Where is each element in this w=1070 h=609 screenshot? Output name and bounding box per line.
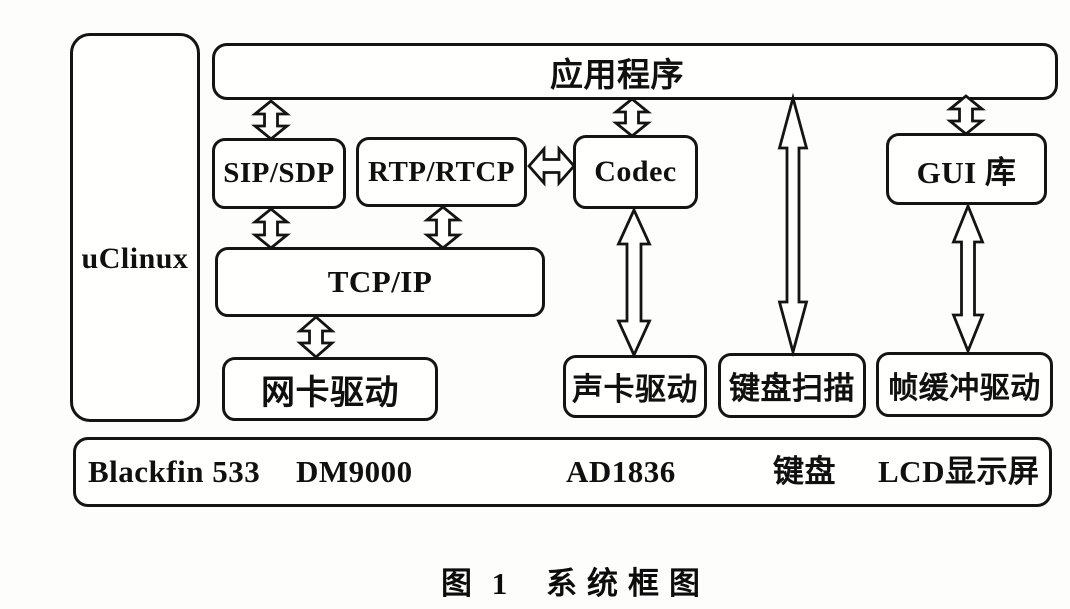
block-sip-sdp: SIP/SDP [212,138,346,209]
hw-label-keyboard: 键盘 [773,454,836,489]
arrow-rtp-tcpip [423,205,463,250]
block-soundcard-driver: 声卡驱动 [563,355,707,418]
block-codec-label: Codec [594,155,677,188]
block-nic-driver: 网卡驱动 [222,357,438,421]
block-uclinux: uClinux [70,33,200,422]
arrow-app-keyscan [777,92,809,358]
arrow-app-codec [612,97,652,138]
arrow-app-sip [251,99,291,141]
block-sip-sdp-label: SIP/SDP [223,157,335,189]
block-codec: Codec [573,135,698,209]
block-application-label: 应用程序 [550,57,684,94]
block-keyboard-scan-label: 键盘扫描 [729,371,855,406]
arrow-tcpip-nic [296,315,336,359]
block-rtp-rtcp-label: RTP/RTCP [368,155,515,188]
block-gui-lib-label: GUI 库 [916,154,1017,190]
hw-label-blackfin: Blackfin 533 [88,454,261,489]
block-tcp-ip-label: TCP/IP [327,264,433,299]
arrow-codec-sound [616,206,652,359]
hw-label-dm9000: DM9000 [296,454,413,489]
block-nic-driver-label: 网卡驱动 [261,374,399,412]
figure-caption: 图 1 系统框图 [0,558,1070,602]
arrow-gui-fb [951,202,985,355]
hw-label-ad1836: AD1836 [566,454,676,489]
arrow-rtp-codec [527,145,576,187]
block-keyboard-scan: 键盘扫描 [718,353,866,418]
block-framebuffer-driver: 帧缓冲驱动 [876,352,1053,417]
block-soundcard-driver-label: 声卡驱动 [572,372,698,407]
block-tcp-ip: TCP/IP [215,247,545,317]
block-application: 应用程序 [212,43,1058,100]
arrow-sip-tcpip [251,207,291,250]
block-rtp-rtcp: RTP/RTCP [356,137,527,207]
hw-label-lcd: LCD显示屏 [878,454,1040,489]
figure-title: 系统框图 [546,566,710,601]
block-uclinux-label: uClinux [81,241,189,275]
block-framebuffer-driver-label: 帧缓冲驱动 [888,371,1041,405]
block-hardware-layer: Blackfin 533 DM9000 AD1836 键盘 LCD显示屏 [73,437,1052,507]
arrow-app-gui [946,94,986,136]
block-gui-lib: GUI 库 [886,133,1047,205]
figure-number: 图 1 [441,566,514,601]
